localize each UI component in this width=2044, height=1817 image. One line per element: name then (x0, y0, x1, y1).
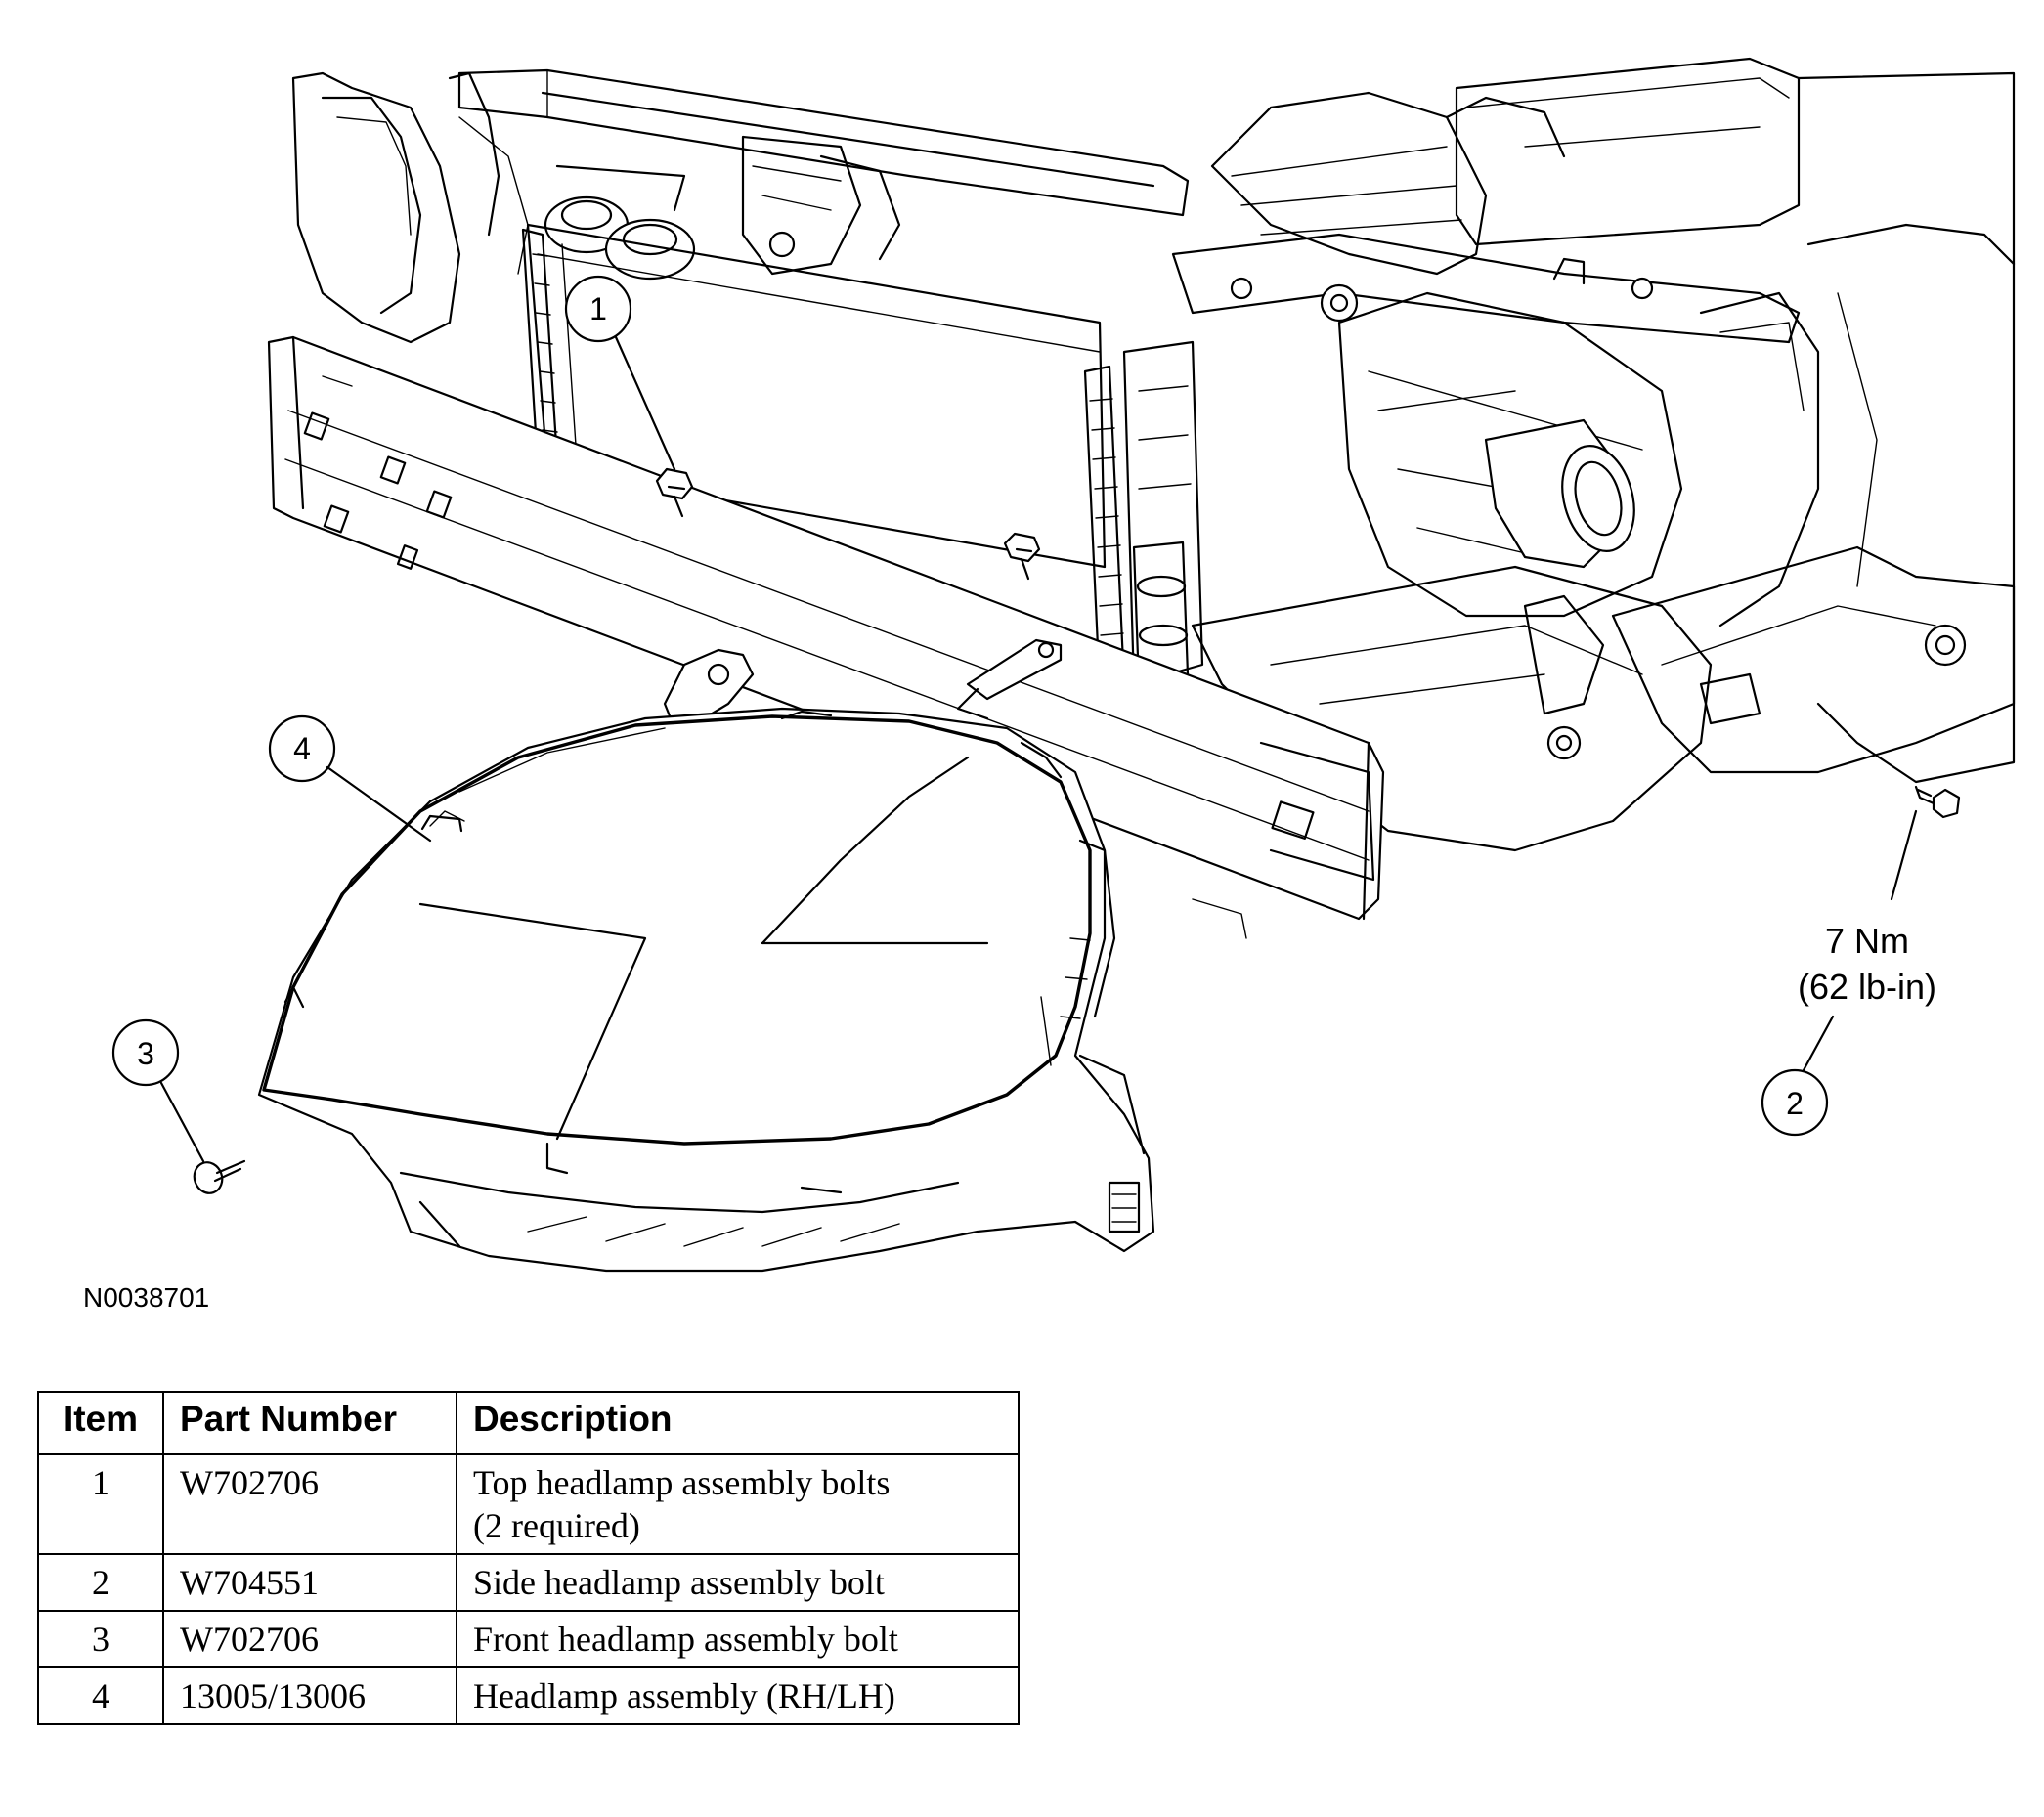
part-number: W702706 (162, 1610, 457, 1668)
bolt-item-1a (655, 467, 694, 518)
bolt-item-1b (1003, 532, 1041, 581)
table-row: 4 13005/13006 Headlamp assembly (RH/LH) (37, 1666, 1020, 1725)
header-item: Item (37, 1391, 164, 1455)
figure-id: N0038701 (83, 1282, 209, 1313)
item-number: 3 (37, 1610, 164, 1668)
description-line: Headlamp assembly (RH/LH) (473, 1676, 895, 1715)
callout-1: 1 (564, 275, 676, 471)
description-line: Front headlamp assembly bolt (473, 1620, 898, 1659)
table-row: 1 W702706 Top headlamp assembly bolts (2… (37, 1453, 1020, 1555)
description-line: Side headlamp assembly bolt (473, 1563, 885, 1602)
part-number: W704551 (162, 1553, 457, 1612)
description-line: (2 required) (473, 1506, 640, 1545)
callout-1-number: 1 (589, 291, 607, 326)
headlamp-assembly (257, 638, 1155, 1273)
torque-leader-line (1890, 809, 1918, 901)
engine-bay-drawing (267, 57, 2016, 939)
callout-4-number: 4 (293, 731, 311, 766)
callout-2-number: 2 (1786, 1086, 1804, 1121)
part-number: W702706 (162, 1453, 457, 1555)
table-row: 2 W704551 Side headlamp assembly bolt (37, 1553, 1020, 1612)
description: Side headlamp assembly bolt (456, 1553, 1020, 1612)
callout-2: 2 (1761, 1015, 1835, 1137)
item-number: 4 (37, 1666, 164, 1725)
parts-table: Item Part Number Description 1 W702706 T… (37, 1391, 1020, 1725)
callout-4: 4 (268, 714, 432, 843)
header-description: Description (456, 1391, 1020, 1455)
table-header-row: Item Part Number Description (37, 1391, 1020, 1455)
torque-spec-imperial: (62 lb-in) (1798, 967, 1936, 1007)
description: Top headlamp assembly bolts (2 required) (456, 1453, 1020, 1555)
description: Headlamp assembly (RH/LH) (456, 1666, 1020, 1725)
bolt-item-2 (1914, 785, 1961, 819)
item-number: 2 (37, 1553, 164, 1612)
item-number: 1 (37, 1453, 164, 1555)
callout-3-number: 3 (137, 1036, 154, 1071)
description: Front headlamp assembly bolt (456, 1610, 1020, 1668)
part-number: 13005/13006 (162, 1666, 457, 1725)
callout-3: 3 (111, 1018, 205, 1163)
header-part-number: Part Number (162, 1391, 457, 1455)
bolt-item-3 (193, 1159, 246, 1194)
description-line: Top headlamp assembly bolts (473, 1463, 891, 1502)
torque-spec-metric: 7 Nm (1825, 921, 1909, 961)
table-row: 3 W702706 Front headlamp assembly bolt (37, 1610, 1020, 1668)
